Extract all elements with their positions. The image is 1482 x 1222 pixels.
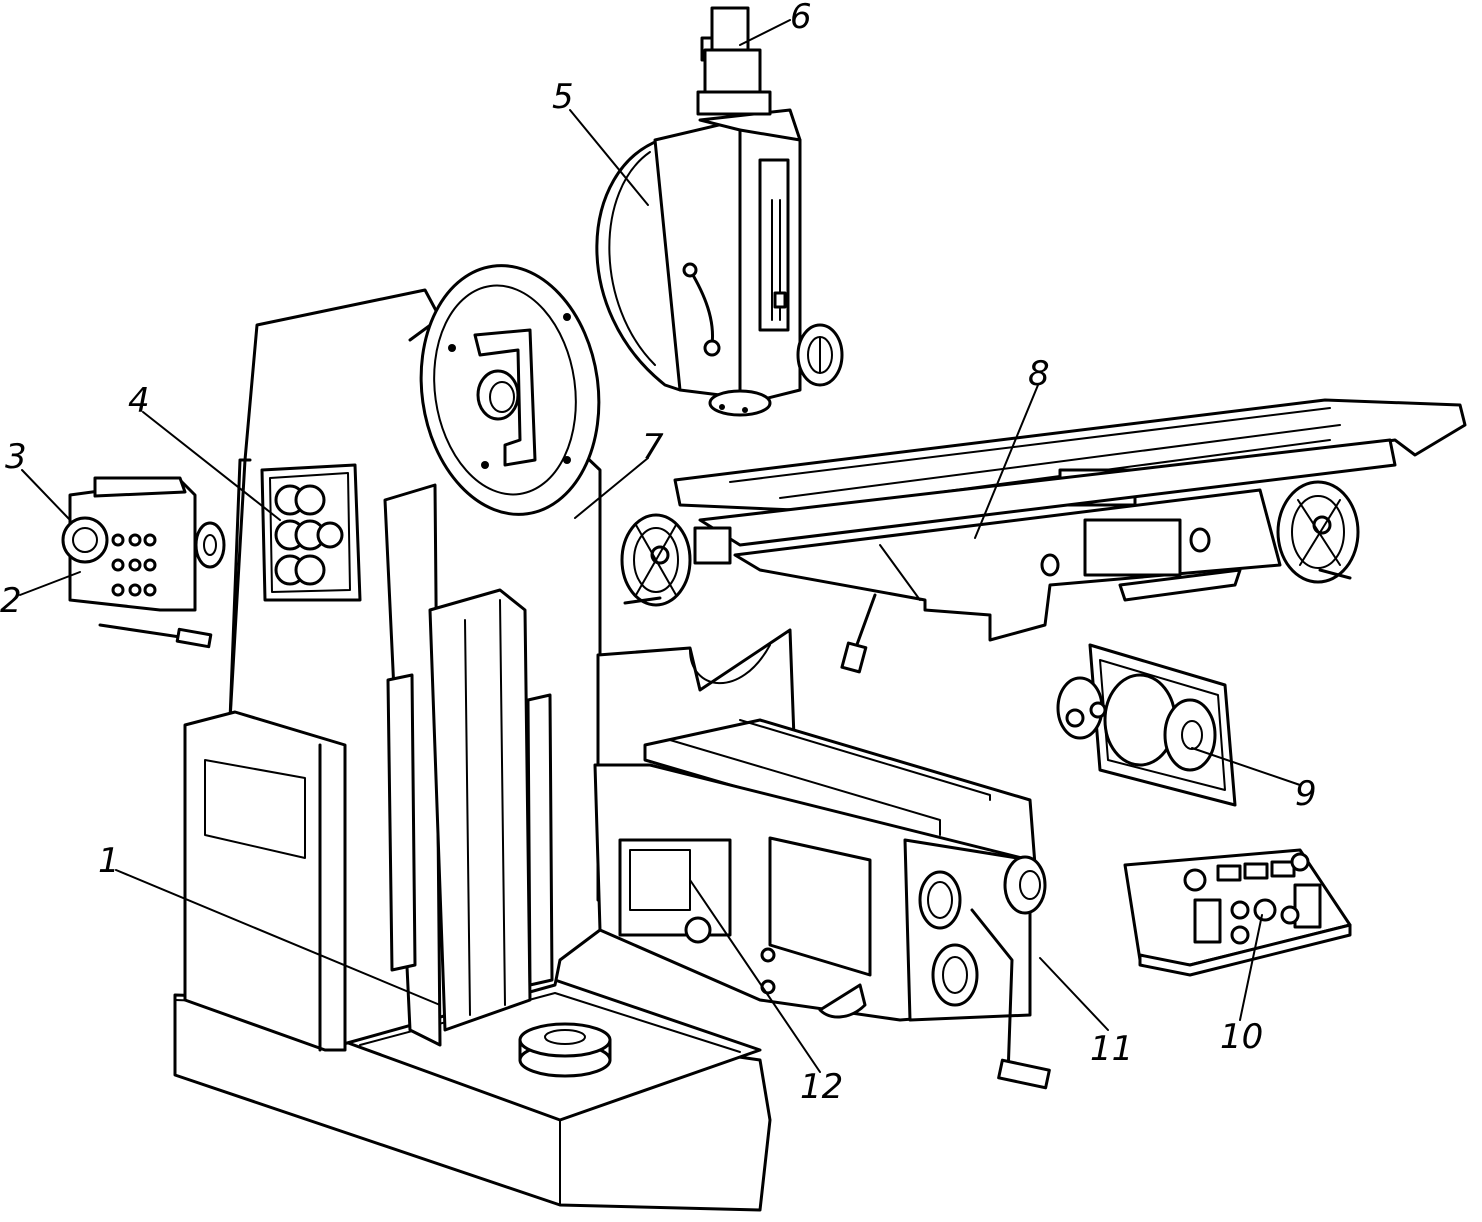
leader-8 [974, 384, 1039, 539]
vertical-spindle-head [595, 6, 844, 417]
leader-10 [1239, 914, 1263, 1021]
leader-9 [1191, 747, 1301, 786]
callout-8: 8 [1028, 354, 1050, 394]
leader-6 [739, 19, 791, 46]
leader-1 [115, 869, 441, 1006]
column-flange [419, 264, 601, 516]
leader-4 [142, 411, 281, 521]
gearbox-panel [260, 463, 362, 602]
callout-4: 4 [128, 381, 150, 421]
leader-lines [19, 19, 1301, 1073]
callout-10: 10 [1220, 1017, 1263, 1057]
callout-labels: 1 2 3 4 5 6 7 8 9 10 11 12 [0, 0, 1317, 1107]
feed-box [61, 476, 226, 649]
leader-3 [21, 469, 71, 521]
callout-12: 12 [800, 1067, 843, 1107]
callout-7: 7 [642, 427, 664, 467]
motor-unit [1056, 643, 1237, 807]
leader-12 [689, 879, 821, 1073]
knee-unit [593, 628, 1051, 1090]
callout-11: 11 [1090, 1029, 1133, 1069]
callout-3: 3 [5, 437, 27, 477]
leader-11 [1039, 957, 1109, 1031]
work-table [620, 398, 1467, 674]
callout-5: 5 [552, 77, 574, 117]
callout-1: 1 [98, 841, 120, 881]
callout-6: 6 [790, 0, 812, 37]
leader-2 [19, 571, 81, 596]
callout-2: 2 [0, 581, 22, 621]
leader-7 [574, 457, 649, 519]
leader-5 [569, 109, 649, 206]
control-panel [1123, 848, 1352, 977]
callout-9: 9 [1295, 774, 1317, 814]
